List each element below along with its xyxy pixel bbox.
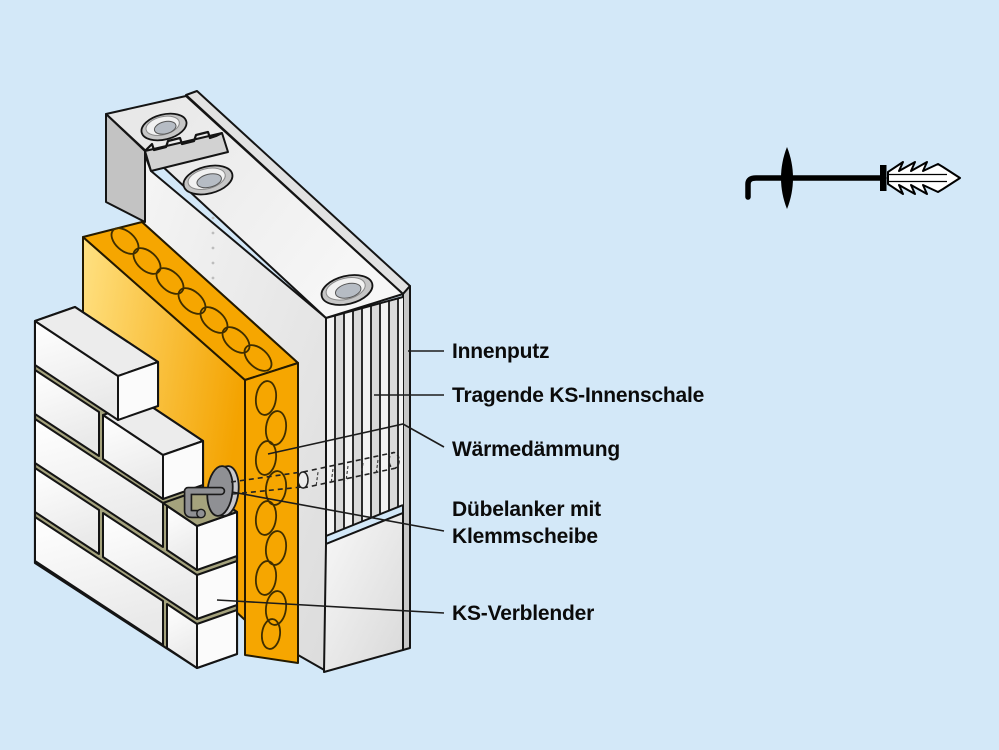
symbol-rod xyxy=(745,175,887,200)
brick-header xyxy=(117,361,159,421)
label-waermedaemmung: Wärmedämmung xyxy=(452,438,620,461)
symbol-bar xyxy=(880,165,887,191)
symbol-disc xyxy=(781,147,793,209)
label-innenputz: Innenputz xyxy=(452,340,549,363)
symbol-plug xyxy=(887,161,961,195)
block-hole-icon xyxy=(140,112,188,142)
brick xyxy=(34,418,164,548)
block-left-face xyxy=(105,113,146,223)
leader-ks-verblender xyxy=(216,599,445,614)
dowel-anchor-symbol xyxy=(745,147,961,209)
brick xyxy=(34,516,164,646)
label-duebelanker-line2: Klemmscheibe xyxy=(452,525,598,548)
insulation-cut-strip xyxy=(244,362,299,664)
brick xyxy=(34,369,100,457)
grooved-end-face xyxy=(326,297,403,536)
block-hole-icon xyxy=(182,164,234,196)
label-tragende-ks-innenschale: Tragende KS-Innenschale xyxy=(452,384,704,407)
label-duebelanker-line1: Dübelanker mit xyxy=(452,498,601,521)
label-ks-verblender: KS-Verblender xyxy=(452,602,594,625)
leader-lines xyxy=(216,350,445,614)
block-step-face xyxy=(144,132,229,172)
groove-lines xyxy=(334,298,399,533)
hidden-rod-dashes xyxy=(230,471,303,495)
brick-header xyxy=(196,560,238,620)
brick xyxy=(34,467,100,555)
block-lower-end-face xyxy=(323,512,404,673)
block-hole-icon xyxy=(320,274,374,306)
brick-header xyxy=(162,440,204,500)
leader-waermedaemmung xyxy=(267,423,445,455)
dowel-anchor-assembly xyxy=(183,465,303,519)
plaster-strip xyxy=(402,285,411,651)
leader-duebelanker xyxy=(231,491,445,532)
anchor-hook-metal xyxy=(185,488,224,517)
notched-edge xyxy=(144,130,223,152)
mineral-wool-waves xyxy=(110,227,288,650)
inner-shell-block xyxy=(105,90,411,673)
anchor-hook-tip xyxy=(196,508,206,519)
brick-header xyxy=(196,609,238,669)
labels: Innenputz Tragende KS-Innenschale Wärmed… xyxy=(452,340,704,625)
